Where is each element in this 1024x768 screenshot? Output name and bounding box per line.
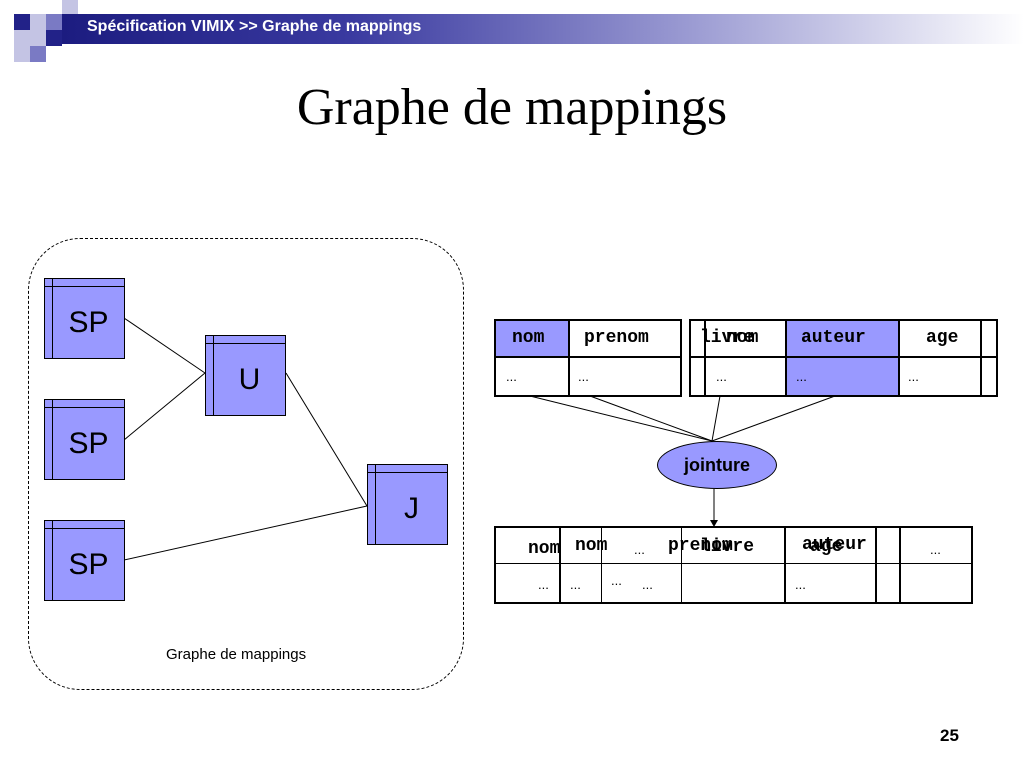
mapping-graph-container [28,238,464,690]
decor-square [14,14,30,30]
table-left-divider [568,321,570,395]
table-result-header-auteur: auteur [802,535,867,555]
sp-node-3: SP [44,520,125,601]
table-result-inner-frame [559,526,901,604]
edge-livre-jointure [711,395,721,442]
join-node-label: J [404,491,419,525]
table-left [494,319,682,397]
graph-caption: Graphe de mappings [166,646,307,663]
decor-square [46,30,62,46]
table-right-row-divider [691,356,996,358]
edge-sp1-u [123,317,206,374]
sp-node-2: SP [44,399,125,480]
decor-square [30,14,46,30]
table-right-cell: ... [796,369,807,384]
table-right-header-auteur: auteur [801,328,866,348]
header-bar [62,14,1024,44]
decor-square [30,46,46,62]
table-right-cell: ... [908,369,919,384]
table-result-header-ellipsis: ... [930,542,941,557]
decor-square [62,0,78,14]
table-result-cell: ... [795,577,806,592]
table-result-cell: ... [611,573,622,588]
table-result-header-age: age [810,537,843,557]
decor-square [14,30,30,46]
table-left-cell-nom-header [496,321,568,356]
table-right-divider [785,321,787,395]
table-result-divider [681,528,682,602]
table-right-inner-frame [704,319,982,397]
decor-square [14,46,30,62]
slide-title: Graphe de mappings [296,79,728,136]
edge-auteur-jointure [711,395,836,442]
table-result-cell: ... [570,577,581,592]
table-right-header-age: age [926,328,959,348]
jointure-node: jointure [657,441,777,489]
table-left-row-divider [496,356,680,358]
sp-node-1: SP [44,278,125,359]
table-result-divider [601,528,602,602]
table-result-cell: ... [538,577,549,592]
decor-square [30,30,46,46]
table-right-divider [898,321,900,395]
table-result-divider [875,528,877,602]
table-left-header-prenom: prenom [584,328,649,348]
table-result-header-prenom: prenom [668,536,733,556]
sp-node-label: SP [68,305,109,339]
table-result-cell: ... [642,577,653,592]
join-node: J [367,464,448,545]
table-result-header-ellipsis: ... [634,542,645,557]
edge-prenom-jointure [589,395,713,442]
table-left-cell: ... [578,369,589,384]
sp-node-label: SP [68,426,109,460]
header-text: Spécification VIMIX >> Graphe de mapping… [87,18,422,35]
table-result-header-nom: nom [575,536,608,556]
table-right-auteur-header-fill [787,321,898,356]
arrowhead [710,520,718,527]
table-right-cell: ... [716,369,727,384]
edge-sp2-u [123,372,206,441]
table-left-header-nom: nom [512,328,545,348]
union-node: U [205,335,286,416]
table-result-header-nom-outer: nom [528,539,561,559]
table-result-header-livre: livre [700,537,755,557]
edge-sp3-j [123,505,368,561]
sp-node-label: SP [68,547,109,581]
table-right-auteur-cell-fill [787,358,898,395]
table-right-header-nom: nom [726,328,759,348]
page-number: 25 [940,726,959,745]
table-right-header-livre: livre [700,328,755,348]
decor-square [46,14,62,30]
table-result-row-divider [496,563,971,564]
edge-nom-jointure [529,395,713,442]
union-node-label: U [238,362,261,396]
table-right [689,319,998,397]
table-left-cell: ... [506,369,517,384]
edge-u-j [285,372,368,507]
table-result-divider [784,528,786,602]
